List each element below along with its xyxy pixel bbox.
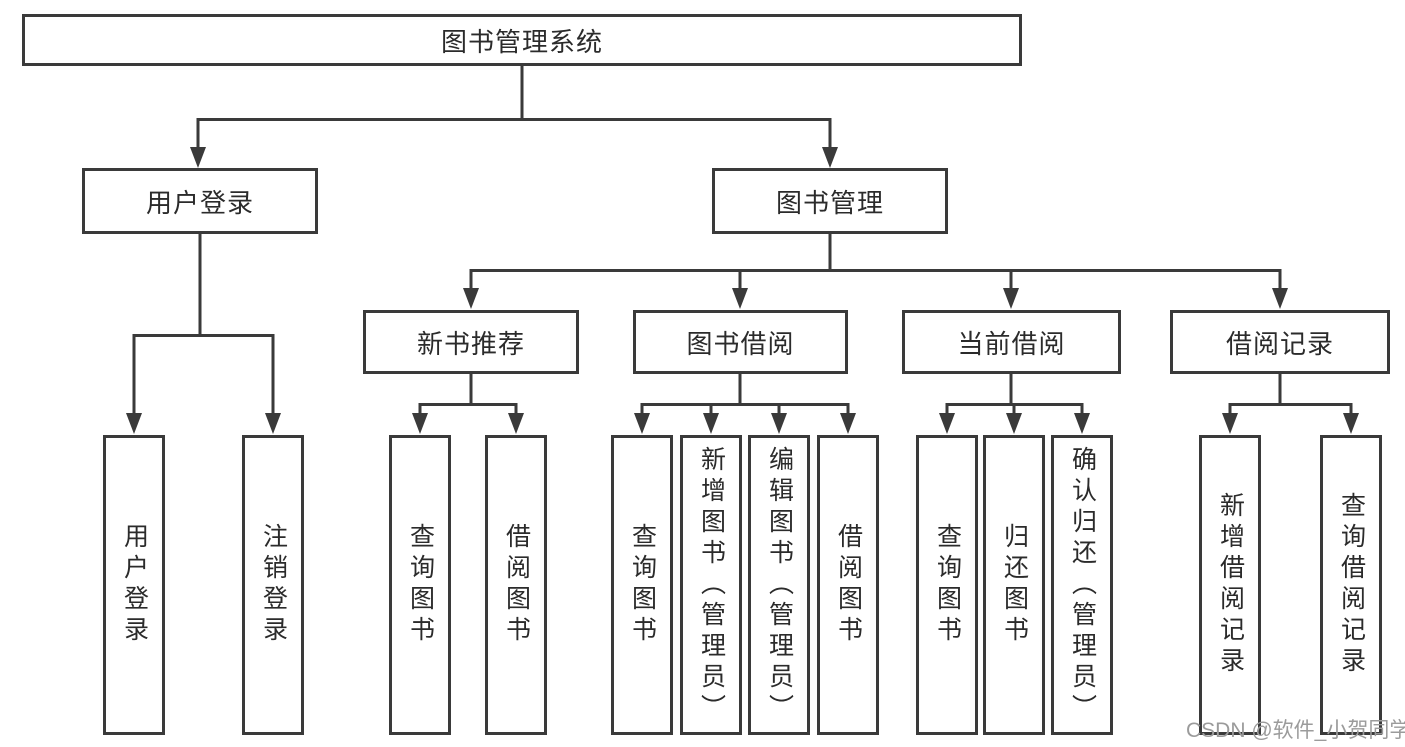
leaf-label: 新增借阅记录 [1216, 492, 1245, 678]
leaf-label: 编辑图书（管理员） [765, 445, 794, 725]
leaf-label: 注销登录 [259, 523, 288, 647]
leaf-label: 用户登录 [120, 523, 149, 647]
leaf-borrow-query-books: 查询图书 [611, 435, 673, 735]
leaf-label: 查询借阅记录 [1337, 492, 1366, 678]
node-label: 图书借阅 [686, 328, 795, 359]
leaf-label: 新增图书（管理员） [697, 445, 726, 725]
node-label: 当前借阅 [957, 328, 1066, 359]
leaf-label: 查询图书 [406, 523, 435, 647]
leaf-label: 借阅图书 [834, 523, 863, 647]
leaf-current-query-books: 查询图书 [916, 435, 978, 735]
node-label: 图书管理 [775, 187, 884, 218]
node-new-book-recommend: 新书推荐 [363, 310, 579, 374]
node-current-borrowing: 当前借阅 [902, 310, 1121, 374]
leaf-label: 归还图书 [1000, 523, 1029, 647]
leaf-records-add-borrow-record: 新增借阅记录 [1199, 435, 1261, 735]
leaf-records-query-borrow-record: 查询借阅记录 [1320, 435, 1382, 735]
leaf-label: 借阅图书 [502, 523, 531, 647]
leaf-borrow-add-books-admin: 新增图书（管理员） [680, 435, 742, 735]
leaf-label: 确认归还（管理员） [1068, 445, 1097, 725]
csdn-watermark: CSDN @软件_小贺同学 [1186, 719, 1405, 742]
node-user-login: 用户登录 [82, 168, 318, 234]
node-label: 图书管理系统 [440, 26, 603, 57]
leaf-label: 查询图书 [628, 523, 657, 647]
leaf-borrow-edit-books-admin: 编辑图书（管理员） [748, 435, 810, 735]
leaf-current-confirm-return-admin: 确认归还（管理员） [1051, 435, 1113, 735]
node-book-management: 图书管理 [712, 168, 948, 234]
leaf-newbook-query-books: 查询图书 [389, 435, 451, 735]
leaf-user-login: 用户登录 [103, 435, 165, 735]
node-label: 借阅记录 [1225, 328, 1334, 359]
leaf-current-return-books: 归还图书 [983, 435, 1045, 735]
node-library-management-system: 图书管理系统 [22, 14, 1022, 66]
node-label: 用户登录 [145, 187, 254, 218]
node-label: 新书推荐 [416, 328, 525, 359]
node-book-borrowing: 图书借阅 [633, 310, 848, 374]
leaf-logout-login: 注销登录 [242, 435, 304, 735]
leaf-label: 查询图书 [933, 523, 962, 647]
leaf-newbook-borrow-books: 借阅图书 [485, 435, 547, 735]
leaf-borrow-borrow-books: 借阅图书 [817, 435, 879, 735]
node-borrowing-records: 借阅记录 [1170, 310, 1390, 374]
